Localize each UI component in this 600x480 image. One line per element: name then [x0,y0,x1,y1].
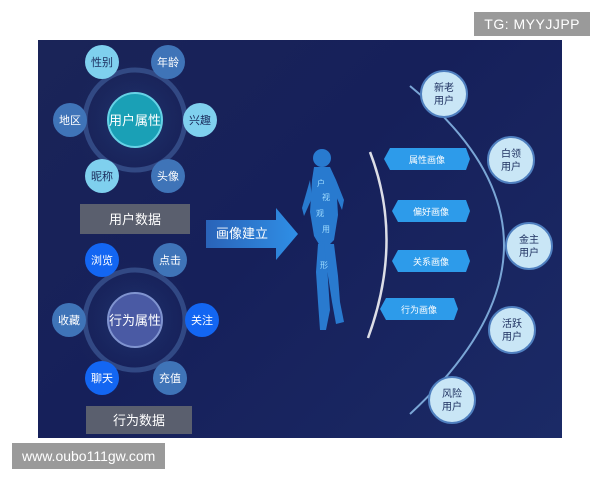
portrait-tag-preference-label: 偏好画像 [413,206,449,218]
behavior-attribute-center [107,292,163,348]
portrait-tag-relationship-label: 关系画像 [413,256,449,268]
portrait-tag-preference: 偏好画像 [392,200,470,222]
user-node-nickname-label: 昵称 [91,169,113,183]
user-node-region: 地区 [53,103,87,137]
figure-word-4: 用 [322,225,330,234]
user-node-nickname: 昵称 [85,159,119,193]
segment-active-users-line1: 活跃 [502,318,522,330]
portrait-tag-attribute: 属性画像 [384,148,470,170]
figure-word-2: 视 [322,192,330,202]
user-node-age: 年龄 [151,45,185,79]
user-attribute-center-label: 用户属性 [109,113,161,129]
behavior-node-favorite: 收藏 [52,303,86,337]
figure-words: 户 视 观 用 形 [316,178,330,270]
segment-active-users-line2: 用户 [502,330,522,343]
portrait-tag-relationship: 关系画像 [392,250,470,272]
segment-big-spender-users-line2: 用户 [519,246,539,259]
diagram-panel: 用户属性 性别 年龄 地区 兴趣 昵称 [38,40,562,438]
behavior-node-browse-label: 浏览 [91,253,113,267]
behavior-node-recharge: 充值 [153,361,187,395]
user-node-interest: 兴趣 [183,103,217,137]
segment-arc [409,85,505,415]
segment-risk-users-line1: 风险 [442,387,462,400]
behavior-node-browse: 浏览 [85,243,119,277]
behavior-node-follow-label: 关注 [191,313,213,327]
user-node-interest-label: 兴趣 [189,113,211,127]
user-attribute-cluster: 用户属性 性别 年龄 地区 兴趣 昵称 [53,45,217,234]
segment-new-old-users-line2: 用户 [434,94,454,107]
segment-white-collar-users-line1: 白领 [501,147,521,160]
user-attribute-center [107,92,163,148]
portrait-arc [366,151,388,339]
portrait-tag-behavior: 行为画像 [380,298,458,320]
user-data-label: 用户数据 [109,212,161,228]
behavior-node-recharge-label: 充值 [159,371,181,385]
behavior-node-favorite-label: 收藏 [58,313,80,327]
segment-big-spender-users: 金主 用户 [505,222,553,270]
user-node-gender-label: 性别 [91,55,113,69]
figure-word-1: 户 [317,178,325,188]
figure-word-3: 观 [316,209,324,218]
build-portrait-arrow-shape [206,208,298,260]
watermark-top: TG: MYYJJPP [474,12,590,36]
user-node-region-label: 地区 [59,114,81,127]
segment-new-old-users-line1: 新老 [434,81,454,94]
behavior-data-label-box [86,406,192,434]
segment-white-collar-users-line2: 用户 [501,160,521,173]
build-portrait-arrow-label: 画像建立 [216,227,268,242]
portrait-tags: 属性画像 偏好画像 关系画像 行为画像 [380,148,470,320]
user-portrait-figure: 户 视 观 用 形 [302,149,344,330]
behavior-node-click: 点击 [153,243,187,277]
behavior-node-click-label: 点击 [159,254,181,267]
build-portrait-arrow: 画像建立 [206,208,298,260]
segment-risk-users-line2: 用户 [442,400,462,413]
segment-big-spender-users-line1: 金主 [519,233,539,246]
portrait-tag-behavior-label: 行为画像 [401,304,437,316]
figure-silhouette [302,149,344,330]
behavior-data-label: 行为数据 [113,414,165,429]
segment-risk-users: 风险 用户 [428,376,476,424]
user-node-avatar: 头像 [151,159,185,193]
diagram-canvas: 用户属性 性别 年龄 地区 兴趣 昵称 [52,45,553,434]
user-node-gender: 性别 [85,45,119,79]
behavior-node-follow: 关注 [185,303,219,337]
user-segments: 新老 用户 白领 用户 金主 用户 活跃 用户 风险 用户 [420,70,553,424]
segment-new-old-users: 新老 用户 [420,70,468,118]
behavior-attribute-cluster: 行为属性 浏览 点击 收藏 关注 聊天 [52,243,219,434]
watermark-bottom: www.oubo111gw.com [12,443,166,469]
segment-active-users: 活跃 用户 [488,306,536,354]
portrait-tag-attribute-label: 属性画像 [409,154,445,166]
user-node-age-label: 年龄 [157,55,179,69]
behavior-node-chat: 聊天 [85,361,119,395]
behavior-attribute-center-label: 行为属性 [109,314,161,329]
behavior-node-chat-label: 聊天 [91,371,113,385]
user-node-avatar-label: 头像 [157,170,179,183]
user-data-label-box [80,204,190,234]
segment-white-collar-users: 白领 用户 [487,136,535,184]
figure-word-5: 形 [320,261,328,270]
